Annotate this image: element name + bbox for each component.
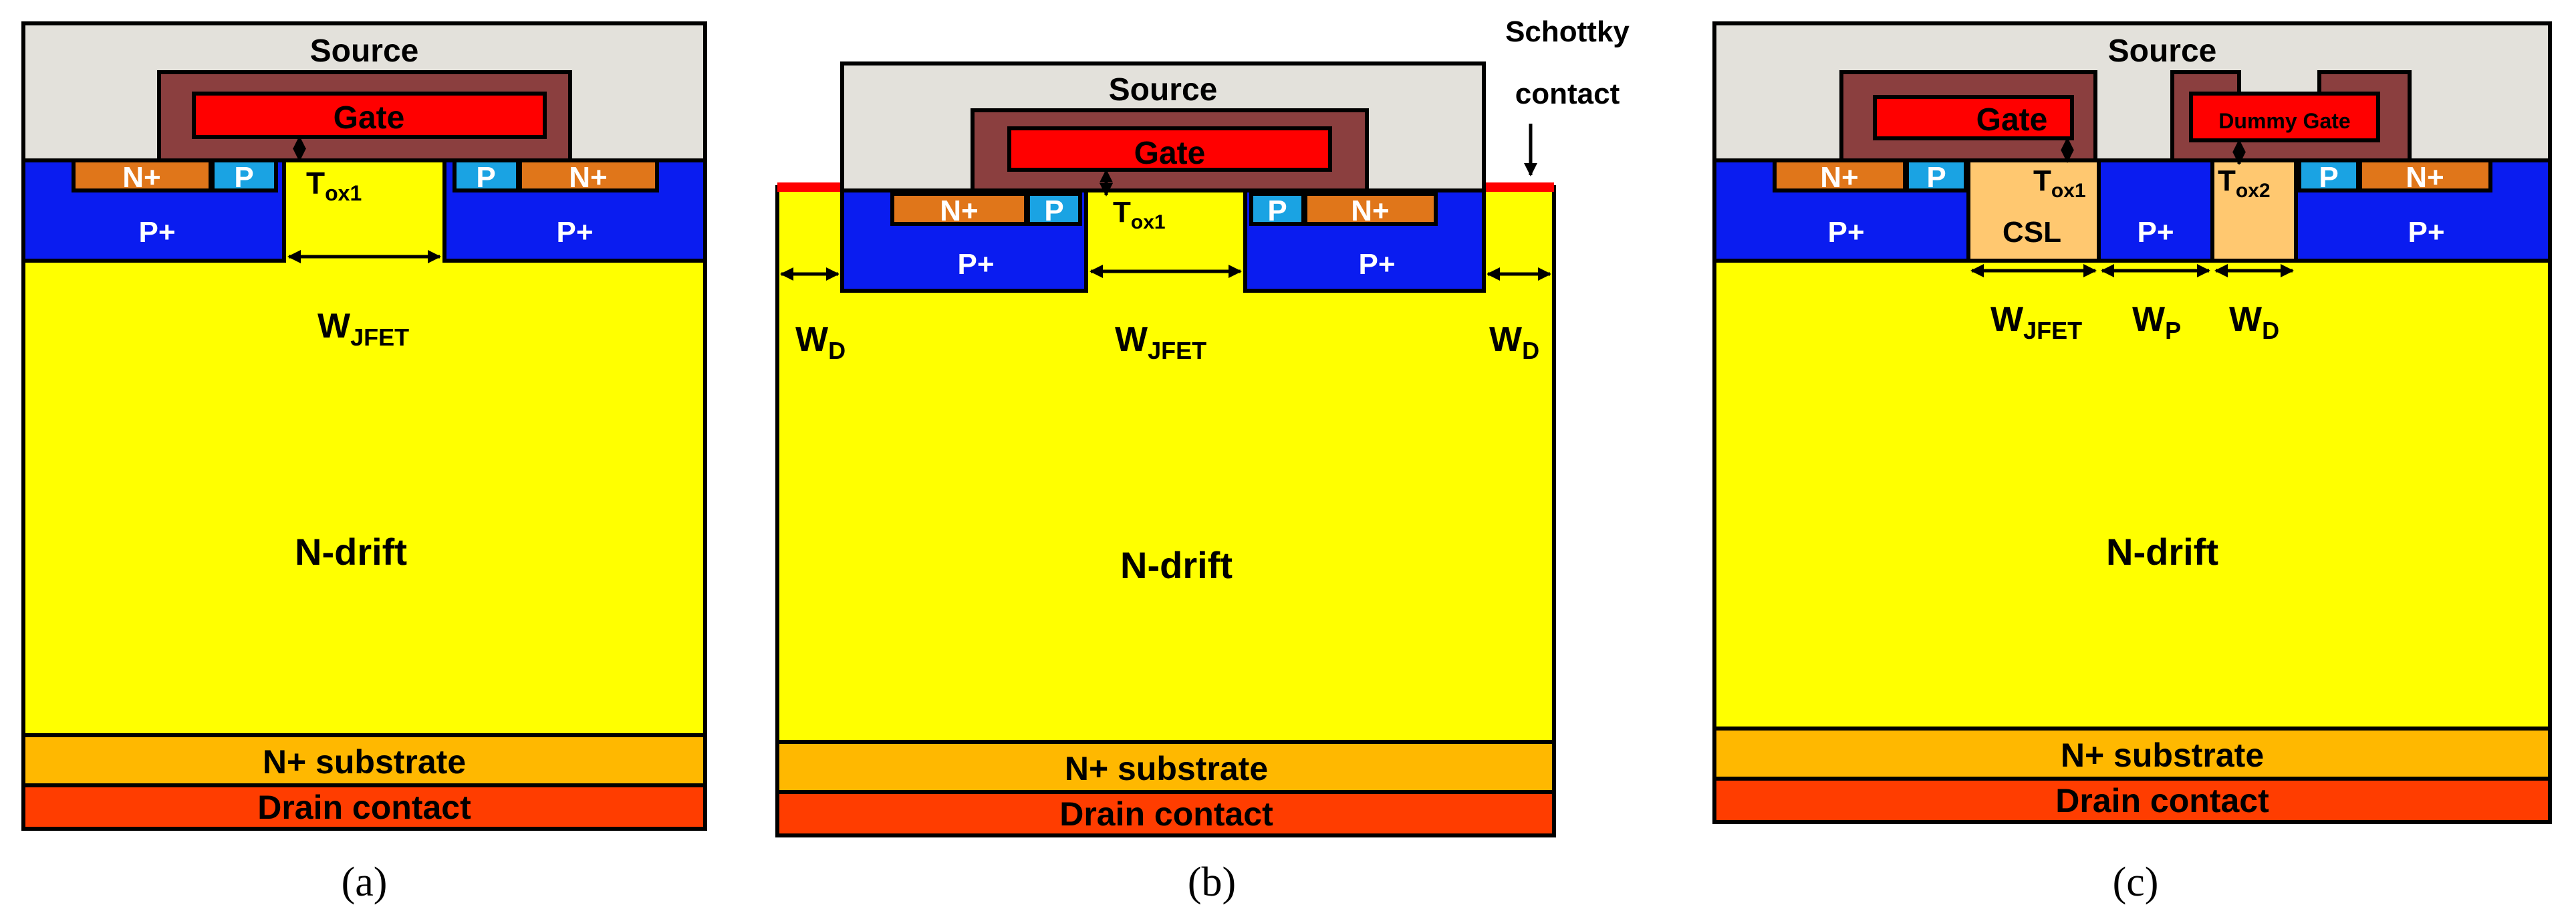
p-plus-label: P+: [2137, 216, 2174, 249]
p-label: P: [1044, 194, 1063, 227]
schottky-label-line2: contact: [1515, 78, 1620, 110]
n-plus-right: [1303, 192, 1438, 226]
caption-c: (c): [2113, 860, 2159, 905]
p-label: P: [476, 161, 495, 194]
p-plus-label: P+: [1827, 216, 1864, 249]
n-plus-label: N+: [569, 161, 607, 194]
drain-contact: [1712, 777, 2552, 824]
dummy-gate-poly: [2189, 92, 2380, 142]
gate-label: Gate: [1976, 102, 2048, 138]
n-plus-label: N+: [940, 194, 978, 227]
substrate-layer: [1712, 727, 2552, 781]
n-drift-label: N-drift: [2106, 531, 2218, 573]
schottky-label-line1: Schottky: [1505, 15, 1630, 48]
p-label: P: [1267, 194, 1287, 227]
tox1-label: Tox1: [1113, 196, 1166, 233]
n-plus-right: [2358, 158, 2492, 192]
n-drift-label: N-drift: [295, 531, 407, 573]
n-plus-label: N+: [1351, 194, 1389, 227]
drain-contact: [775, 790, 1556, 837]
p-label: P: [234, 161, 253, 194]
caption-b: (b): [1188, 860, 1236, 905]
p-plus-label: P+: [138, 216, 175, 249]
substrate-label: N+ substrate: [263, 743, 466, 781]
p-label: P: [1926, 161, 1946, 194]
wd-label: WD: [2229, 300, 2279, 344]
gate-poly: [1873, 95, 2074, 140]
n-plus-label: N+: [2406, 161, 2444, 194]
drain-contact: [21, 783, 707, 831]
n-plus-label: N+: [122, 161, 160, 194]
substrate-layer: [775, 740, 1556, 794]
p-plus-label: P+: [2408, 216, 2444, 249]
csl-label: CSL: [2003, 216, 2061, 249]
gate-label: Gate: [334, 100, 405, 136]
tox1-label: Tox1: [2033, 164, 2086, 202]
caption-a: (a): [342, 860, 388, 905]
gate-poly: [1007, 126, 1332, 172]
n-plus-label: N+: [1820, 161, 1858, 194]
dummy-gate-label: Dummy Gate: [2218, 109, 2350, 133]
substrate-label: N+ substrate: [1065, 750, 1268, 787]
p-plus-label: P+: [957, 248, 994, 281]
p-well-left: [211, 158, 278, 192]
source-label: Source: [1109, 72, 1218, 108]
diagram-a: Source Gate N+ P P N+ P+ P+ Tox1 WJFET N…: [21, 21, 707, 905]
substrate-layer: [21, 733, 707, 787]
wjfet-label: WJFET: [317, 307, 409, 351]
tox2-label: Tox2: [2218, 164, 2271, 202]
wd-label-right: WD: [1489, 320, 1539, 364]
drain-label: Drain contact: [257, 789, 471, 826]
gate-poly: [192, 92, 547, 139]
n-plus-left: [72, 158, 213, 192]
wd-label-left: WD: [795, 320, 846, 364]
source-label: Source: [310, 33, 419, 69]
source-label: Source: [2108, 33, 2217, 69]
diagram-b: Source Gate Schottky contact N+ P P N+ P…: [775, 15, 1630, 905]
tox1-label: Tox1: [306, 166, 362, 205]
n-drift-label: N-drift: [1120, 544, 1233, 586]
p-plus-label: P+: [556, 216, 593, 249]
substrate-label: N+ substrate: [2061, 737, 2264, 774]
drain-label: Drain contact: [1059, 795, 1273, 833]
p-plus-label: P+: [1358, 248, 1395, 281]
diagram-c: Source Gate Dummy Gate N+ P P N+ P+ P+ P…: [1712, 21, 2552, 905]
drain-label: Drain contact: [2055, 782, 2269, 819]
gate-label: Gate: [1134, 136, 1206, 171]
wjfet-label: WJFET: [1115, 320, 1206, 364]
wjfet-label: WJFET: [1990, 300, 2082, 344]
wp-label: WP: [2132, 300, 2181, 344]
p-well-left: [1026, 192, 1082, 226]
n-plus-right: [518, 158, 659, 192]
p-label: P: [2319, 161, 2338, 194]
p-plus-middle: [2097, 158, 2214, 263]
